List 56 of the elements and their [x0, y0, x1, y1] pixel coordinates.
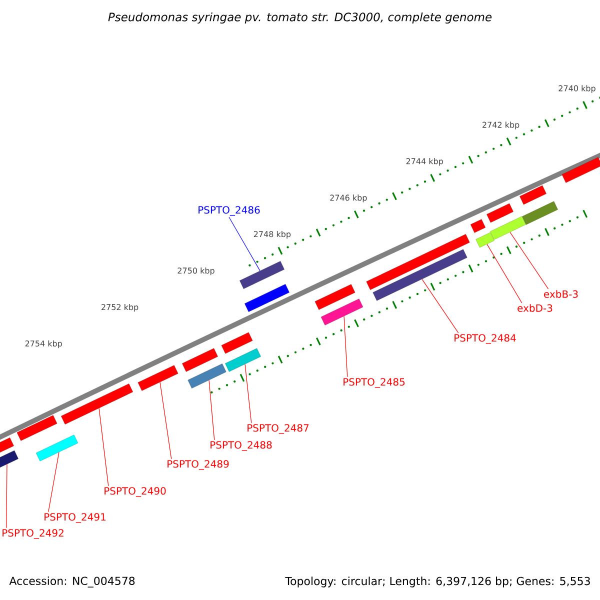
- leader-line: [160, 382, 172, 460]
- title: Pseudomonas syringae pv. tomato str. DC3000, complete genome: [108, 12, 492, 24]
- gene-bar: [61, 384, 133, 424]
- gene-bar: [138, 365, 178, 391]
- tick-label: 2750 kbp: [178, 267, 214, 276]
- leader-line: [6, 464, 8, 528]
- gene-bar: [244, 284, 290, 312]
- gene-bar: [221, 332, 253, 354]
- gene-bar: [486, 203, 514, 223]
- gene-bar: [188, 364, 226, 388]
- gene-bar: [0, 450, 18, 470]
- gene-label: PSPTO_2490: [104, 487, 166, 497]
- gene-label: PSPTO_2484: [454, 334, 516, 344]
- gene-label: PSPTO_2489: [168, 460, 229, 470]
- leader-line: [510, 232, 549, 290]
- gene-label: PSPTO_2486: [198, 206, 260, 216]
- gene-bar: [372, 249, 468, 301]
- gene-bar: [366, 234, 470, 290]
- gene-label: PSPTO_2487: [248, 424, 309, 434]
- leader-line: [422, 278, 459, 334]
- leader-line: [344, 316, 348, 378]
- gene-bar: [476, 232, 494, 248]
- tick-label: 2742 kbp: [482, 122, 520, 130]
- footer-text: Accession: NC_004578: [9, 576, 135, 588]
- leader-line: [48, 452, 60, 512]
- gene-label: PSPTO_2491: [44, 513, 106, 523]
- gene-bar: [225, 348, 261, 372]
- leader-line: [98, 408, 109, 486]
- gene-bar: [314, 284, 356, 310]
- leader-line: [228, 216, 260, 272]
- gene-bar: [522, 201, 558, 225]
- gene-bar: [520, 185, 546, 205]
- gene-bar: [470, 219, 486, 233]
- gene-label: exbB-3: [544, 290, 578, 298]
- gene-bar: [0, 438, 14, 452]
- tick-label: 2744 kbp: [406, 158, 443, 166]
- leader-line: [486, 244, 522, 304]
- gene-label: PSPTO_2488: [210, 441, 272, 451]
- tick-label: 2746 kbp: [330, 194, 367, 202]
- gene-bar: [490, 216, 526, 240]
- gene-bar: [320, 298, 364, 326]
- gene-bar: [182, 348, 218, 372]
- leader-line: [208, 380, 215, 440]
- gene-label: exbD-3: [518, 304, 552, 312]
- footer-text: Topology: circular; Length: 6,397,126 bp; Genes: 5,553: [285, 576, 590, 588]
- gene-bar: [240, 261, 284, 289]
- tick-label: 2740 kbp: [558, 85, 596, 93]
- gene-label: PSPTO_2492: [2, 529, 64, 539]
- tick-label: 2748 kbp: [254, 230, 291, 239]
- gene-label: PSPTO_2485: [344, 378, 405, 388]
- tick-label: 2754 kbp: [25, 340, 62, 348]
- gene-bar: [16, 415, 58, 441]
- leader-line: [244, 364, 252, 424]
- gene-bar: [562, 157, 600, 183]
- gene-bar: [36, 434, 78, 462]
- tick-label: 2752 kbp: [102, 304, 138, 312]
